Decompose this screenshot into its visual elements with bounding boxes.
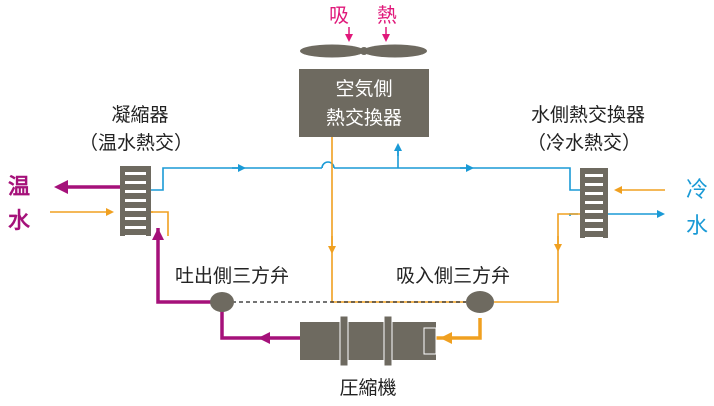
hot-water-out-arrow-icon xyxy=(54,180,68,194)
water-hx-label-2: （冷水熱交） xyxy=(527,132,641,154)
hot-gas-line xyxy=(156,228,212,304)
cold-water-label-2: 水 xyxy=(686,214,708,239)
heat-absorb-label-1: 吸 xyxy=(329,3,349,27)
suction-three-way-valve-icon xyxy=(466,291,494,313)
hot-water-label-2: 水 xyxy=(8,209,31,234)
cold-water-label-1: 冷 xyxy=(686,178,708,203)
air-side-heat-exchanger xyxy=(299,69,429,137)
discharge-valve-label: 吐出側三方弁 xyxy=(175,265,289,287)
condenser-label-1: 凝縮器 xyxy=(111,104,168,126)
compressor-icon xyxy=(300,315,437,367)
compressor-label: 圧縮機 xyxy=(339,377,396,399)
condenser-coil-icon xyxy=(120,166,151,236)
discharge-line xyxy=(220,310,300,340)
suction-line xyxy=(436,318,482,340)
discharge-arrow-icon xyxy=(258,332,270,344)
hot-water-label-1: 温 xyxy=(8,175,30,200)
hot-gas-arrow-icon xyxy=(152,228,164,240)
suction-valve-label: 吸入側三方弁 xyxy=(396,265,510,287)
air-hx-label-1: 空気側 xyxy=(335,78,392,100)
water-side-coil-icon xyxy=(580,168,608,238)
condenser-label-2: （温水熱交） xyxy=(79,132,193,154)
cold-water-line xyxy=(151,148,580,216)
fan-blades-icon xyxy=(300,44,427,58)
suction-arrow-icon xyxy=(440,332,452,344)
heat-absorb-label-2: 熱 xyxy=(377,3,397,27)
discharge-three-way-valve-icon xyxy=(210,292,234,312)
water-hx-label-1: 水側熱交換器 xyxy=(531,104,645,126)
air-hx-label-2: 熱交換器 xyxy=(326,107,402,129)
